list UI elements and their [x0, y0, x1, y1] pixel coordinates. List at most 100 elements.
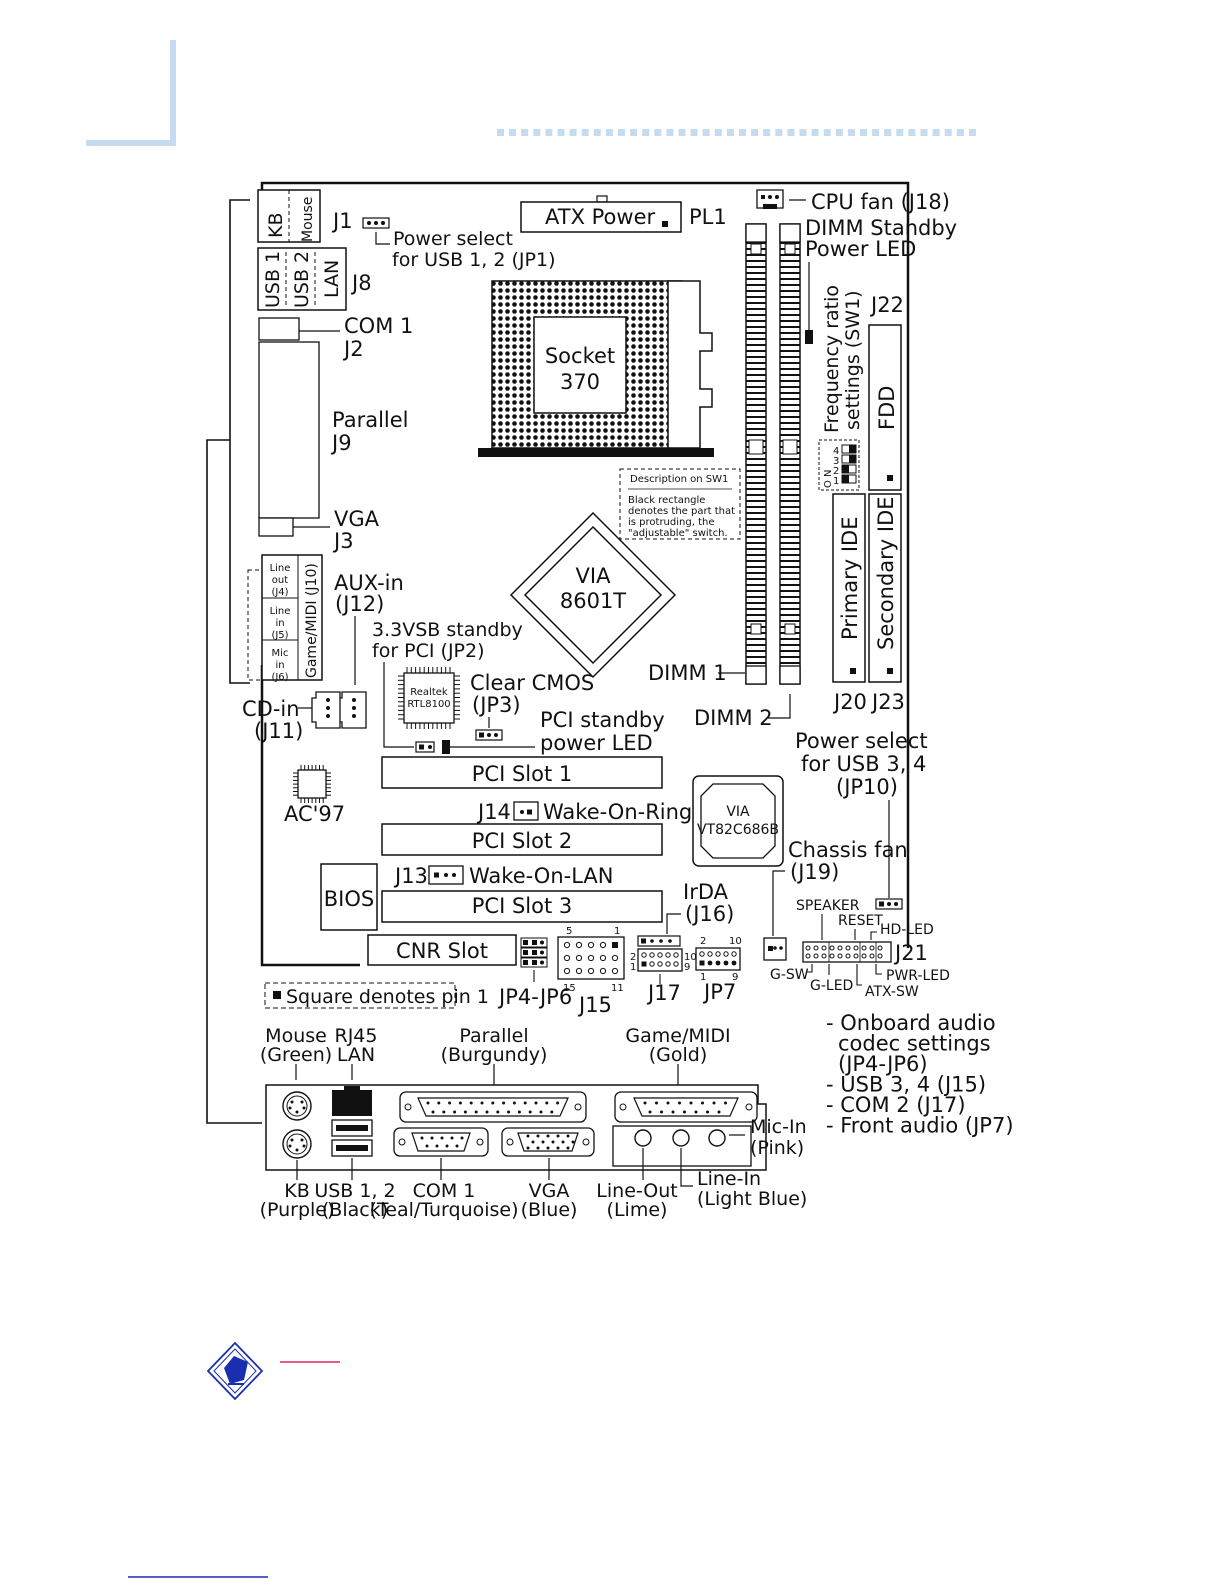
line-in-port-label: Line-In [697, 1168, 761, 1190]
j17-pin-1: 1 [630, 962, 636, 973]
pl1-label: PL1 [689, 205, 727, 229]
8601t-label: 8601T [560, 589, 626, 613]
pci-standby-led: PCI standby power LED [442, 708, 665, 755]
speaker-label: SPEAKER [796, 898, 860, 914]
j20-label: J20 [832, 690, 867, 714]
parallel-connector-j9: Parallel J9 [258, 341, 409, 519]
dimm-led-label-1: DIMM Standby [805, 216, 957, 240]
irda-label: IrDA [683, 880, 729, 904]
pin1-note: Square denotes pin 1 [264, 982, 489, 1009]
jp7-pin-2: 2 [700, 936, 706, 947]
atx-power-label: ATX Power [545, 205, 655, 229]
pci1-label: PCI Slot 1 [472, 762, 572, 786]
front-panel-j21: SPEAKER RESET HD-LED J21 G-SW G-LED PWR-… [770, 898, 950, 1000]
jp7-front-audio: 2 10 1 9 JP7 [695, 936, 742, 1004]
j15-pin-5: 5 [566, 926, 572, 937]
sw1-digit-3: 3 [833, 456, 839, 467]
atx-sw-label: ATX-SW [865, 984, 919, 1000]
jp7-pin-9: 9 [732, 972, 738, 983]
sw1-desc-line-1: denotes the part that [628, 506, 735, 517]
dimm-standby-led: DIMM Standby Power LED [805, 216, 957, 344]
parallel-port-color: (Burgundy) [441, 1044, 548, 1066]
jp2-label-2: for PCI (JP2) [372, 640, 485, 662]
pin1-note-text: Square denotes pin 1 [286, 986, 489, 1008]
cd-in-j11: CD-in (J11) [242, 691, 341, 743]
parallel-port-label: Parallel [459, 1025, 528, 1047]
socket-370: Socket 370 [478, 280, 714, 457]
com1-port [393, 1127, 489, 1157]
com1-port-label: COM 1 [413, 1180, 476, 1202]
legend-line-0: - Onboard audio [826, 1011, 996, 1035]
legend-line-4: - COM 2 (J17) [826, 1093, 966, 1117]
line-out-text-2: (J4) [271, 587, 288, 598]
line-in-text-0: Line [270, 606, 291, 617]
pci2-label: PCI Slot 2 [472, 829, 572, 853]
j1-label: J1 [331, 209, 353, 233]
rj45-port-label: RJ45 [335, 1025, 378, 1047]
j15-pin-1: 1 [614, 926, 620, 937]
dimm1-label: DIMM 1 [648, 661, 727, 685]
atx-power-pl1: ATX Power PL1 [520, 195, 727, 233]
line-in-text-2: (J5) [271, 630, 288, 641]
cnr-label: CNR Slot [396, 939, 488, 963]
bios-label: BIOS [324, 887, 374, 911]
primary-ide-label: Primary IDE [838, 517, 862, 640]
j11-label: (J11) [254, 719, 303, 743]
kb-ps2-port [282, 1129, 312, 1159]
rtl8100-label: RTL8100 [407, 699, 450, 710]
note-pencil-icon [206, 1341, 264, 1401]
sw1-label-1: Frequency ratio [821, 285, 843, 433]
jp1-label-2: for USB 1, 2 (JP1) [392, 249, 555, 271]
jp1-label-1: Power select [393, 228, 513, 250]
sw1-desc-title: Description on SW1 [630, 474, 728, 485]
socket-370-label: 370 [560, 370, 600, 394]
j22-label: J22 [869, 293, 904, 317]
rj45-port-color: LAN [337, 1044, 375, 1066]
game-midi-label: Game/MIDI (J10) [304, 563, 320, 678]
j21-label: J21 [893, 941, 928, 965]
chassis-fan-label: Chassis fan [788, 838, 908, 862]
line-out-port-color: (Lime) [607, 1199, 668, 1221]
mic-in-color: (Pink) [750, 1137, 804, 1159]
cpu-fan-j18: CPU fan (J18) [756, 189, 950, 214]
audio-jacks [612, 1125, 752, 1167]
j3-label: J3 [332, 529, 354, 553]
fdd-connector-j22: J22 FDD [868, 293, 904, 491]
jp10-label-2: for USB 3, 4 [801, 752, 926, 776]
kb-port-label: KB [284, 1180, 310, 1202]
jp7-pin-10: 10 [729, 936, 742, 947]
legend-line-3: - USB 3, 4 (J15) [826, 1073, 986, 1097]
via-vt82c686b-chip: VIA VT82C686B [692, 775, 784, 867]
com1-connector-j2: COM 1 J2 [258, 314, 413, 361]
game-midi-port-color: (Gold) [649, 1044, 708, 1066]
j17-label: J17 [646, 981, 681, 1005]
pci-slot-1: PCI Slot 1 [381, 756, 663, 789]
vga-label: VGA [334, 507, 380, 531]
jp10-label-1: Power select [795, 729, 928, 753]
wake-on-lan-label: Wake-On-LAN [469, 864, 613, 888]
irda-j16: IrDA (J16) [637, 880, 734, 947]
dimm-led-label-2: Power LED [805, 237, 916, 261]
mic-in-text-0: Mic [272, 648, 289, 659]
j9-label: J9 [330, 431, 352, 455]
secondary-ide-j23: Secondary IDE J23 [868, 493, 905, 714]
sw1-on: O N [823, 469, 834, 488]
j15-usb-header: 5 1 15 11 J15 [557, 926, 625, 1017]
jp2-label-1: 3.3VSB standby [372, 619, 523, 641]
line-in-port-color: (Light Blue) [697, 1188, 807, 1210]
mouse-label: Mouse [300, 197, 316, 242]
g-led-label: G-LED [810, 978, 853, 994]
socket-label: Socket [545, 344, 615, 368]
j15-pin-11: 11 [611, 983, 624, 994]
jp10-label-3: (JP10) [836, 775, 898, 799]
j13-label: J13 [393, 864, 428, 888]
usb2-label: USB 2 [291, 251, 313, 308]
j17-pin-2: 2 [630, 952, 636, 963]
aux-in-label: AUX-in [334, 571, 404, 595]
j14-wake-on-ring: J14 Wake-On-Ring [476, 800, 692, 824]
pci-slot-2: PCI Slot 2 [381, 823, 663, 856]
ac97-label: AC'97 [284, 802, 345, 826]
